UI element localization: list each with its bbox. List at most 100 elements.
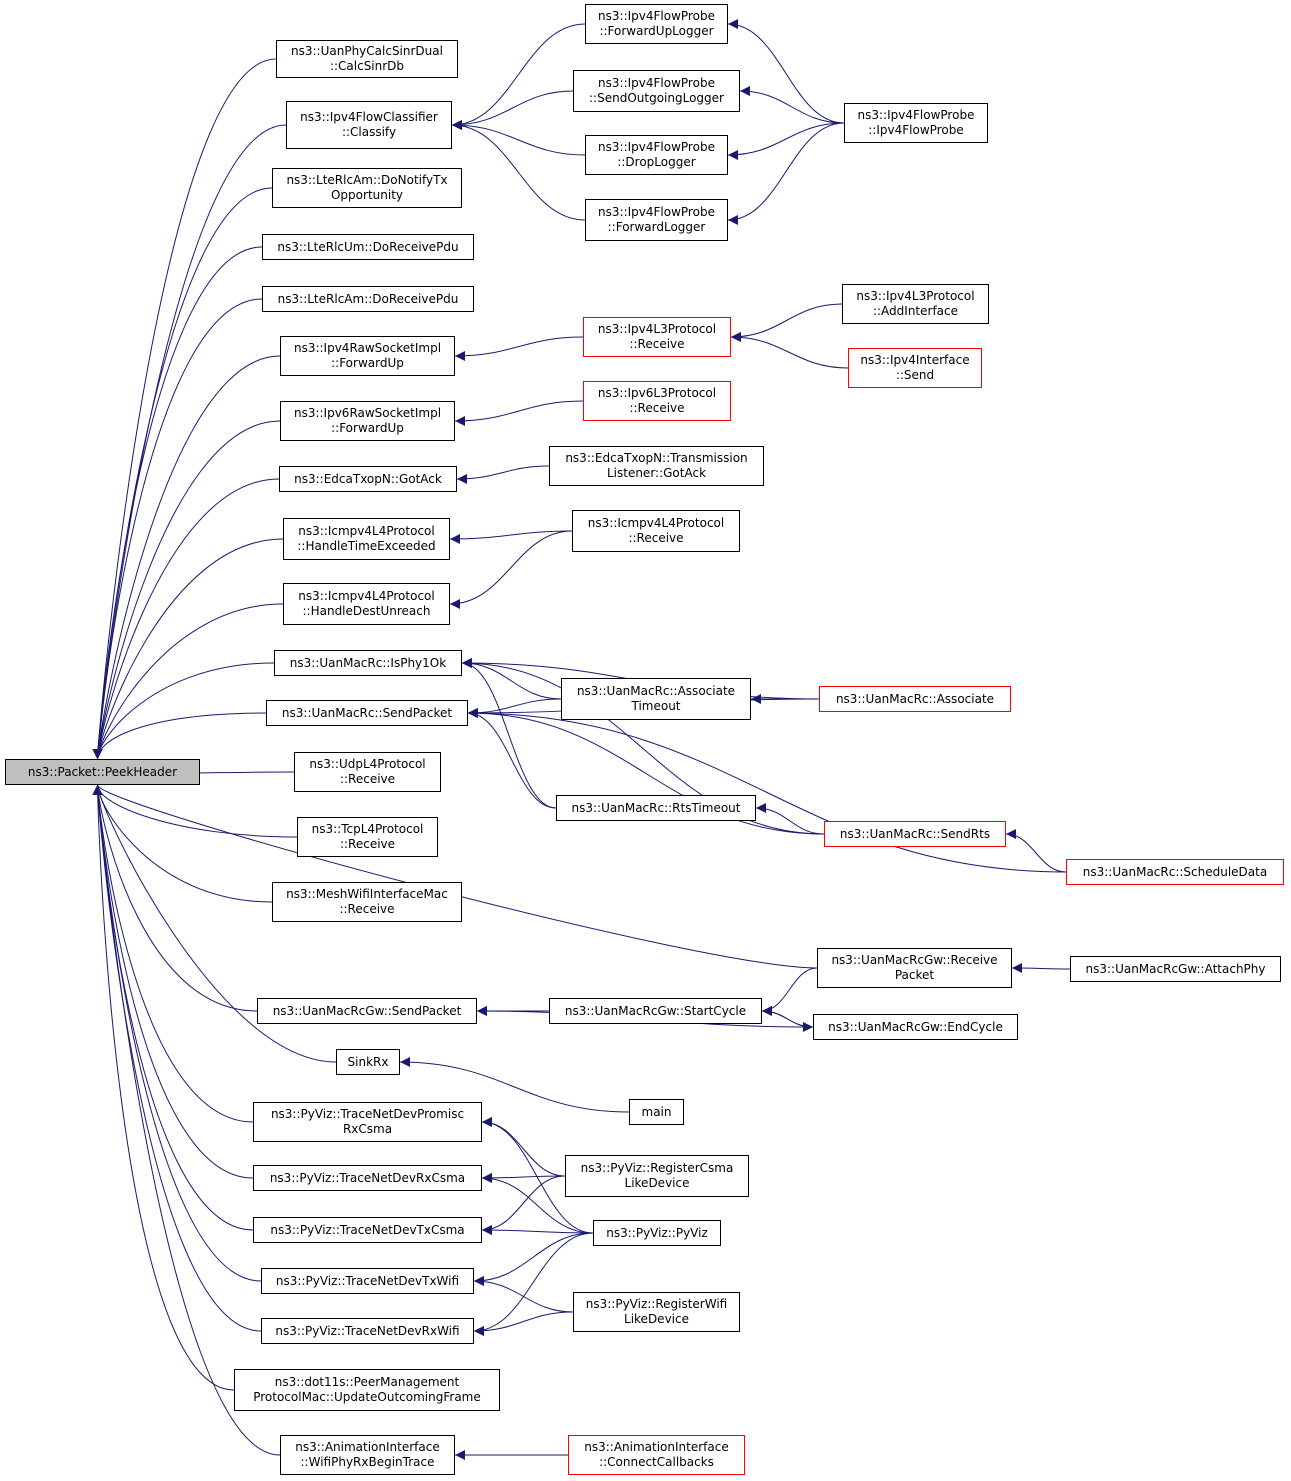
node-label: ns3::TcpL4Protocol [311,822,424,836]
edge-rts-to-to-isphy [461,658,557,809]
node-fp-ctor[interactable]: ns3::Ipv4FlowProbe::Ipv4FlowProbe [844,103,988,143]
node-label: ns3::MeshWifiInterfaceMac [286,887,448,901]
node-label: ns3::dot11s::PeerManagement [274,1375,460,1389]
edge-gw-start-to-gw-end [761,1010,814,1032]
node-rlcam-rx[interactable]: ns3::LteRlcAm::DoReceivePdu [262,286,474,312]
node-label: ns3::AnimationInterface [295,1440,440,1454]
node-label: ns3::Ipv4FlowProbe [598,140,715,154]
node-label: ns3::LteRlcAm::DoNotifyTx [286,173,448,187]
node-label: ns3::EdcaTxopN::Transmission [565,451,748,465]
node-main[interactable]: main [629,1099,684,1125]
node-sendrts[interactable]: ns3::UanMacRc::SendRts [824,821,1006,847]
edge-l6-rx-to-ipv6raw [454,400,584,426]
edge-gw-rx-to-gw-start [761,967,818,1016]
node-label: ::ForwardUpLogger [599,24,714,38]
edge-fp-ctor-to-fp-drop [727,122,845,160]
node-gw-send[interactable]: ns3::UanMacRcGw::SendPacket [257,998,477,1024]
node-rxcsma[interactable]: ns3::PyViz::TraceNetDevRxCsma [253,1165,482,1191]
edge-fp-ctor-to-fp-sendout [739,86,845,124]
edge-pyviz-to-txwifi [473,1232,594,1286]
node-label: ns3::Ipv4FlowProbe [598,76,715,90]
node-label: SinkRx [347,1054,389,1069]
edge-main-to-sinkrx [399,1057,630,1113]
edge-l3-rx-to-ipv4raw [454,336,584,361]
node-label: main [641,1104,672,1119]
node-l3-rx[interactable]: ns3::Ipv4L3Protocol::Receive [583,317,731,357]
node-if-send[interactable]: ns3::Ipv4Interface::Send [848,348,982,388]
node-l3-add[interactable]: ns3::Ipv4L3Protocol::AddInterface [842,284,989,324]
node-fp-sendout[interactable]: ns3::Ipv4FlowProbe::SendOutgoingLogger [573,70,740,112]
node-anim-wifi[interactable]: ns3::AnimationInterface::WifiPhyRxBeginT… [280,1435,455,1475]
node-label: ns3::AnimationInterface [584,1440,729,1454]
edge-sendrts-to-sendpacket [467,708,825,835]
node-assoc[interactable]: ns3::UanMacRc::Associate [819,686,1011,712]
edge-sendrts-to-rts-to [755,803,825,835]
node-icmp-rx[interactable]: ns3::Icmpv4L4Protocol::Receive [572,510,740,552]
edge-rlcam-notify-to-root [92,187,273,760]
node-udp[interactable]: ns3::UdpL4Protocol::Receive [294,752,441,792]
node-mesh[interactable]: ns3::MeshWifiInterfaceMac::Receive [272,882,462,922]
edge-fp-ctor-to-fp-fwdup [727,19,845,124]
node-label: ns3::UanMacRc::Associate [576,684,736,698]
node-label: ns3::UanPhyCalcSinrDual [291,44,443,58]
edge-txwifi-to-root [92,784,262,1282]
node-classify[interactable]: ns3::Ipv4FlowClassifier::Classify [286,101,452,149]
node-txcsma[interactable]: ns3::PyViz::TraceNetDevTxCsma [253,1217,482,1243]
node-label: ::ForwardUp [331,421,404,435]
node-label: LikeDevice [624,1312,689,1326]
node-txwifi[interactable]: ns3::PyViz::TraceNetDevTxWifi [261,1268,474,1294]
node-isphy[interactable]: ns3::UanMacRc::IsPhy1Ok [274,650,462,676]
edge-gw-attach-to-gw-rx [1011,963,1071,974]
node-label: ::CalcSinrDb [329,59,405,73]
node-edca[interactable]: ns3::EdcaTxopN::GotAck [279,466,457,492]
node-fp-drop[interactable]: ns3::Ipv4FlowProbe::DropLogger [585,135,728,175]
node-icmp-dest[interactable]: ns3::Icmpv4L4Protocol::HandleDestUnreach [283,583,450,625]
node-label: ns3::Ipv4RawSocketImpl [293,341,442,355]
node-pyviz[interactable]: ns3::PyViz::PyViz [593,1220,721,1246]
node-gw-end[interactable]: ns3::UanMacRcGw::EndCycle [813,1014,1018,1040]
node-rxwifi[interactable]: ns3::PyViz::TraceNetDevRxWifi [261,1318,474,1344]
node-label: ::Receive [339,902,395,916]
node-tcp[interactable]: ns3::TcpL4Protocol::Receive [297,817,438,857]
node-uanphy[interactable]: ns3::UanPhyCalcSinrDual::CalcSinrDb [276,40,458,78]
edge-rlcam-rx-to-root [92,298,263,760]
node-gw-attach[interactable]: ns3::UanMacRcGw::AttachPhy [1070,956,1281,982]
node-rts-to[interactable]: ns3::UanMacRc::RtsTimeout [556,795,756,821]
node-l6-rx[interactable]: ns3::Ipv6L3Protocol::Receive [583,381,731,421]
node-label: ::Receive [629,337,685,351]
node-sinkrx[interactable]: SinkRx [336,1049,400,1075]
edge-txlistener-to-edca [456,465,550,484]
edge-pyviz-to-rxwifi [473,1232,594,1336]
node-anim-conn[interactable]: ns3::AnimationInterface::ConnectCallback… [568,1435,745,1475]
node-label: ns3::Ipv6RawSocketImpl [293,406,442,420]
node-label: ns3::UanMacRc::RtsTimeout [571,800,741,815]
edge-assoc-to-to-isphy [461,658,562,700]
node-fp-fwd[interactable]: ns3::Ipv4FlowProbe::ForwardLogger [585,199,728,241]
node-label: ::Receive [339,772,396,786]
node-icmp-time[interactable]: ns3::Icmpv4L4Protocol::HandleTimeExceede… [283,518,450,560]
node-fp-fwdup[interactable]: ns3::Ipv4FlowProbe::ForwardUpLogger [585,4,728,44]
node-label: RxCsma [342,1122,393,1136]
node-gw-start[interactable]: ns3::UanMacRcGw::StartCycle [549,998,762,1024]
node-label: ns3::PyViz::RegisterCsma [580,1161,734,1175]
node-sendpacket[interactable]: ns3::UanMacRc::SendPacket [266,700,468,726]
edge-pyviz-to-txcsma [481,1225,594,1236]
node-ipv6raw[interactable]: ns3::Ipv6RawSocketImpl::ForwardUp [280,401,455,441]
node-label: ::DropLogger [617,155,696,169]
node-label: ::ForwardUp [331,356,404,370]
node-ipv4raw[interactable]: ns3::Ipv4RawSocketImpl::ForwardUp [280,336,455,376]
edge-fp-sendout-to-classify [451,90,574,130]
node-sched[interactable]: ns3::UanMacRc::ScheduleData [1066,859,1284,885]
node-label: ns3::UanMacRcGw::StartCycle [564,1003,747,1018]
node-label: ns3::LteRlcUm::DoReceivePdu [277,239,459,254]
node-rlcum-rx[interactable]: ns3::LteRlcUm::DoReceivePdu [262,234,474,260]
node-label: ProtocolMac::UpdateOutcomingFrame [253,1390,481,1404]
